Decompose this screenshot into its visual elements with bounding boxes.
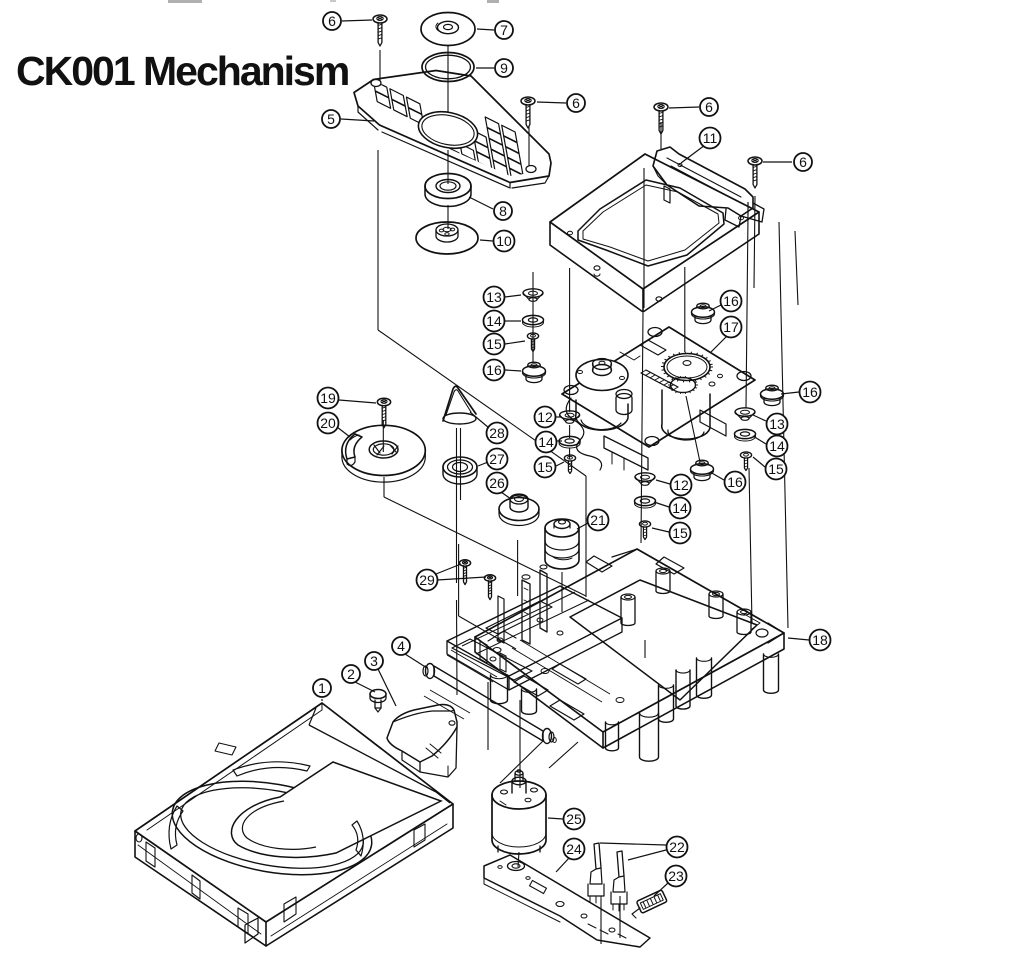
svg-text:6: 6 — [572, 95, 580, 111]
svg-text:24: 24 — [566, 841, 582, 857]
svg-text:14: 14 — [486, 313, 502, 329]
svg-text:12: 12 — [673, 477, 689, 493]
svg-text:15: 15 — [672, 525, 688, 541]
svg-text:7: 7 — [500, 22, 508, 38]
svg-text:14: 14 — [538, 434, 554, 450]
svg-text:22: 22 — [669, 839, 685, 855]
svg-text:9: 9 — [500, 60, 508, 76]
svg-text:15: 15 — [768, 461, 784, 477]
svg-text:16: 16 — [486, 362, 502, 378]
svg-text:17: 17 — [723, 319, 739, 335]
svg-text:18: 18 — [812, 632, 828, 648]
svg-text:8: 8 — [499, 203, 507, 219]
svg-text:11: 11 — [703, 130, 718, 146]
svg-text:20: 20 — [320, 415, 336, 431]
svg-text:CK001 Mechanism: CK001 Mechanism — [16, 48, 348, 94]
svg-text:29: 29 — [419, 572, 435, 588]
svg-text:16: 16 — [802, 384, 818, 400]
svg-text:12: 12 — [537, 409, 553, 425]
svg-text:13: 13 — [769, 416, 785, 432]
svg-text:14: 14 — [769, 438, 785, 454]
svg-text:23: 23 — [668, 868, 684, 884]
svg-text:10: 10 — [496, 233, 512, 249]
svg-text:27: 27 — [489, 451, 505, 467]
svg-text:16: 16 — [723, 293, 739, 309]
svg-text:5: 5 — [327, 111, 335, 127]
svg-text:4: 4 — [397, 638, 405, 654]
svg-text:26: 26 — [489, 475, 505, 491]
svg-text:19: 19 — [320, 390, 336, 406]
svg-text:14: 14 — [672, 500, 688, 516]
svg-text:13: 13 — [486, 289, 502, 305]
svg-text:15: 15 — [537, 459, 553, 475]
svg-text:6: 6 — [328, 13, 336, 29]
svg-text:6: 6 — [705, 99, 713, 115]
svg-text:1: 1 — [318, 680, 326, 696]
svg-text:2: 2 — [347, 666, 355, 682]
svg-text:25: 25 — [566, 811, 582, 827]
svg-text:3: 3 — [370, 653, 378, 669]
svg-text:15: 15 — [486, 336, 502, 352]
svg-text:6: 6 — [799, 154, 807, 170]
svg-text:16: 16 — [727, 474, 743, 490]
svg-text:28: 28 — [489, 425, 505, 441]
svg-text:21: 21 — [590, 512, 606, 528]
